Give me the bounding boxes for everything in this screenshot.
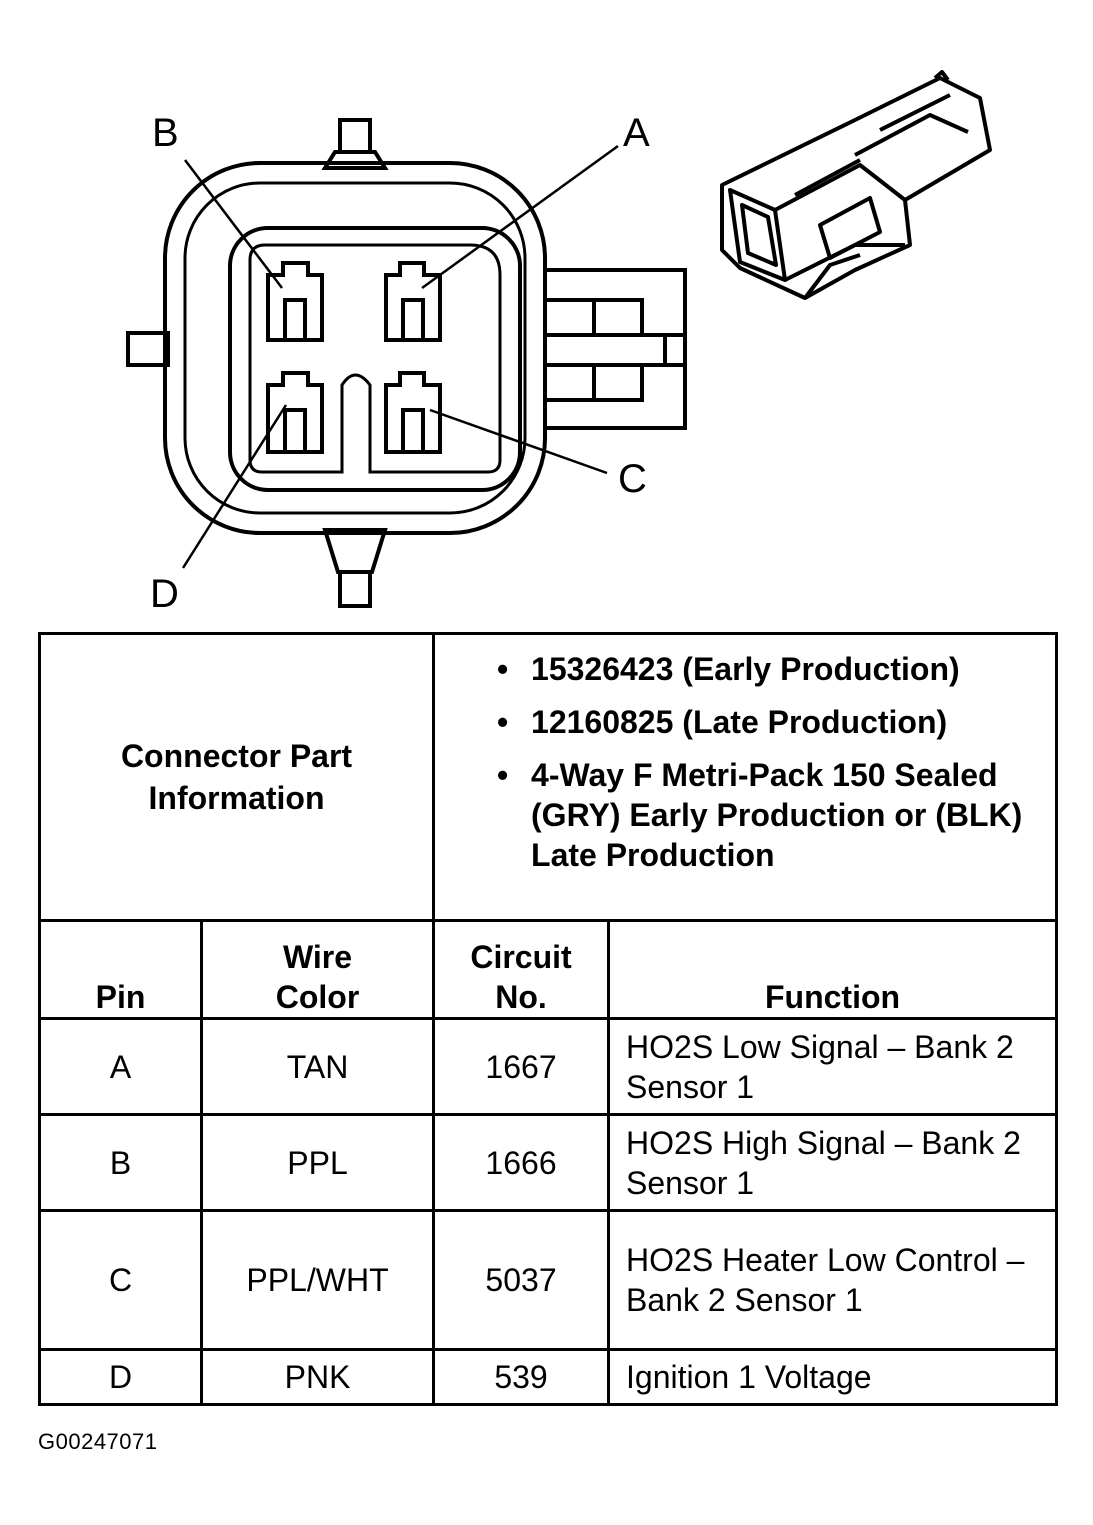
pin-label-d: D (150, 572, 179, 616)
part-description-item: 4-Way F Metri-Pack 150 Sealed (GRY) Earl… (497, 755, 1055, 875)
connector-part-info-label: Connector Part Information (37, 632, 436, 922)
circuit-cell: 1667 (432, 1017, 611, 1116)
connector-diagram: B A C D (126, 70, 992, 616)
figure-id: G00247071 (38, 1429, 158, 1454)
column-header-function: Function (607, 919, 1059, 1020)
pin-label-a: A (623, 111, 650, 155)
function-cell: Ignition 1 Voltage (607, 1348, 1059, 1406)
column-header-wire-color: Wire Color (199, 919, 436, 1020)
wire-color-cell: TAN (199, 1017, 436, 1116)
pin-cell: C (38, 1209, 203, 1351)
function-cell: HO2S Low Signal – Bank 2 Sensor 1 (607, 1017, 1059, 1116)
table-row: D PNK 539 Ignition 1 Voltage (38, 1348, 1059, 1406)
table-row: B PPL 1666 HO2S High Signal – Bank 2 Sen… (38, 1113, 1059, 1212)
circuit-cell: 5037 (432, 1209, 611, 1351)
connector-part-info-label-line2: Information (148, 780, 325, 816)
column-header-wire-color-line1: Wire (282, 939, 353, 975)
column-header-circuit-line1: Circuit (470, 939, 572, 975)
leader-line-b (184, 159, 283, 289)
terminal-d (266, 371, 324, 454)
function-cell: HO2S High Signal – Bank 2 Sensor 1 (607, 1113, 1059, 1212)
circuit-cell: 1666 (432, 1113, 611, 1212)
column-header-wire-color-line2: Color (275, 979, 360, 1015)
wire-color-cell: PNK (199, 1348, 436, 1406)
connector-isometric-view (720, 70, 992, 300)
pin-cell: D (38, 1348, 203, 1406)
connector-part-info-label-line1: Connector Part (120, 738, 353, 774)
terminal-b (266, 261, 324, 342)
part-number-item: 12160825 (Late Production) (497, 702, 1055, 742)
connector-latch (543, 268, 687, 430)
column-header-row: Pin Wire Color Circuit No. Function (38, 919, 1059, 1020)
connector-bottom-tab (338, 570, 372, 608)
connector-top-tab (338, 118, 372, 154)
pin-cell: A (38, 1017, 203, 1116)
leader-line-c (429, 408, 608, 475)
wire-color-cell: PPL/WHT (199, 1209, 436, 1351)
table-row: A TAN 1667 HO2S Low Signal – Bank 2 Sens… (38, 1017, 1059, 1116)
leader-line-d (181, 404, 288, 569)
connector-cavity (228, 226, 522, 492)
table-row: C PPL/WHT 5037 HO2S Heater Low Control –… (38, 1209, 1059, 1351)
wire-color-cell: PPL (199, 1113, 436, 1212)
function-cell: HO2S Heater Low Control – Bank 2 Sensor … (607, 1209, 1059, 1351)
leader-line-a (421, 144, 619, 290)
connector-part-info-row: Connector Part Information 15326423 (Ear… (37, 632, 1059, 922)
column-header-circuit: Circuit No. (432, 919, 611, 1020)
pin-cell: B (38, 1113, 203, 1212)
connector-part-list: 15326423 (Early Production) 12160825 (La… (432, 632, 1059, 922)
column-header-circuit-line2: No. (495, 979, 547, 1015)
pin-label-c: C (618, 457, 647, 501)
terminal-c (384, 371, 442, 454)
connector-left-tab (126, 331, 170, 367)
circuit-cell: 539 (432, 1348, 611, 1406)
terminal-a (384, 261, 442, 342)
part-number-item: 15326423 (Early Production) (497, 649, 1055, 689)
pin-label-b: B (152, 111, 179, 155)
connector-info-table: Connector Part Information 15326423 (Ear… (37, 632, 1059, 1406)
column-header-pin: Pin (38, 919, 203, 1020)
connector-housing (163, 161, 547, 535)
